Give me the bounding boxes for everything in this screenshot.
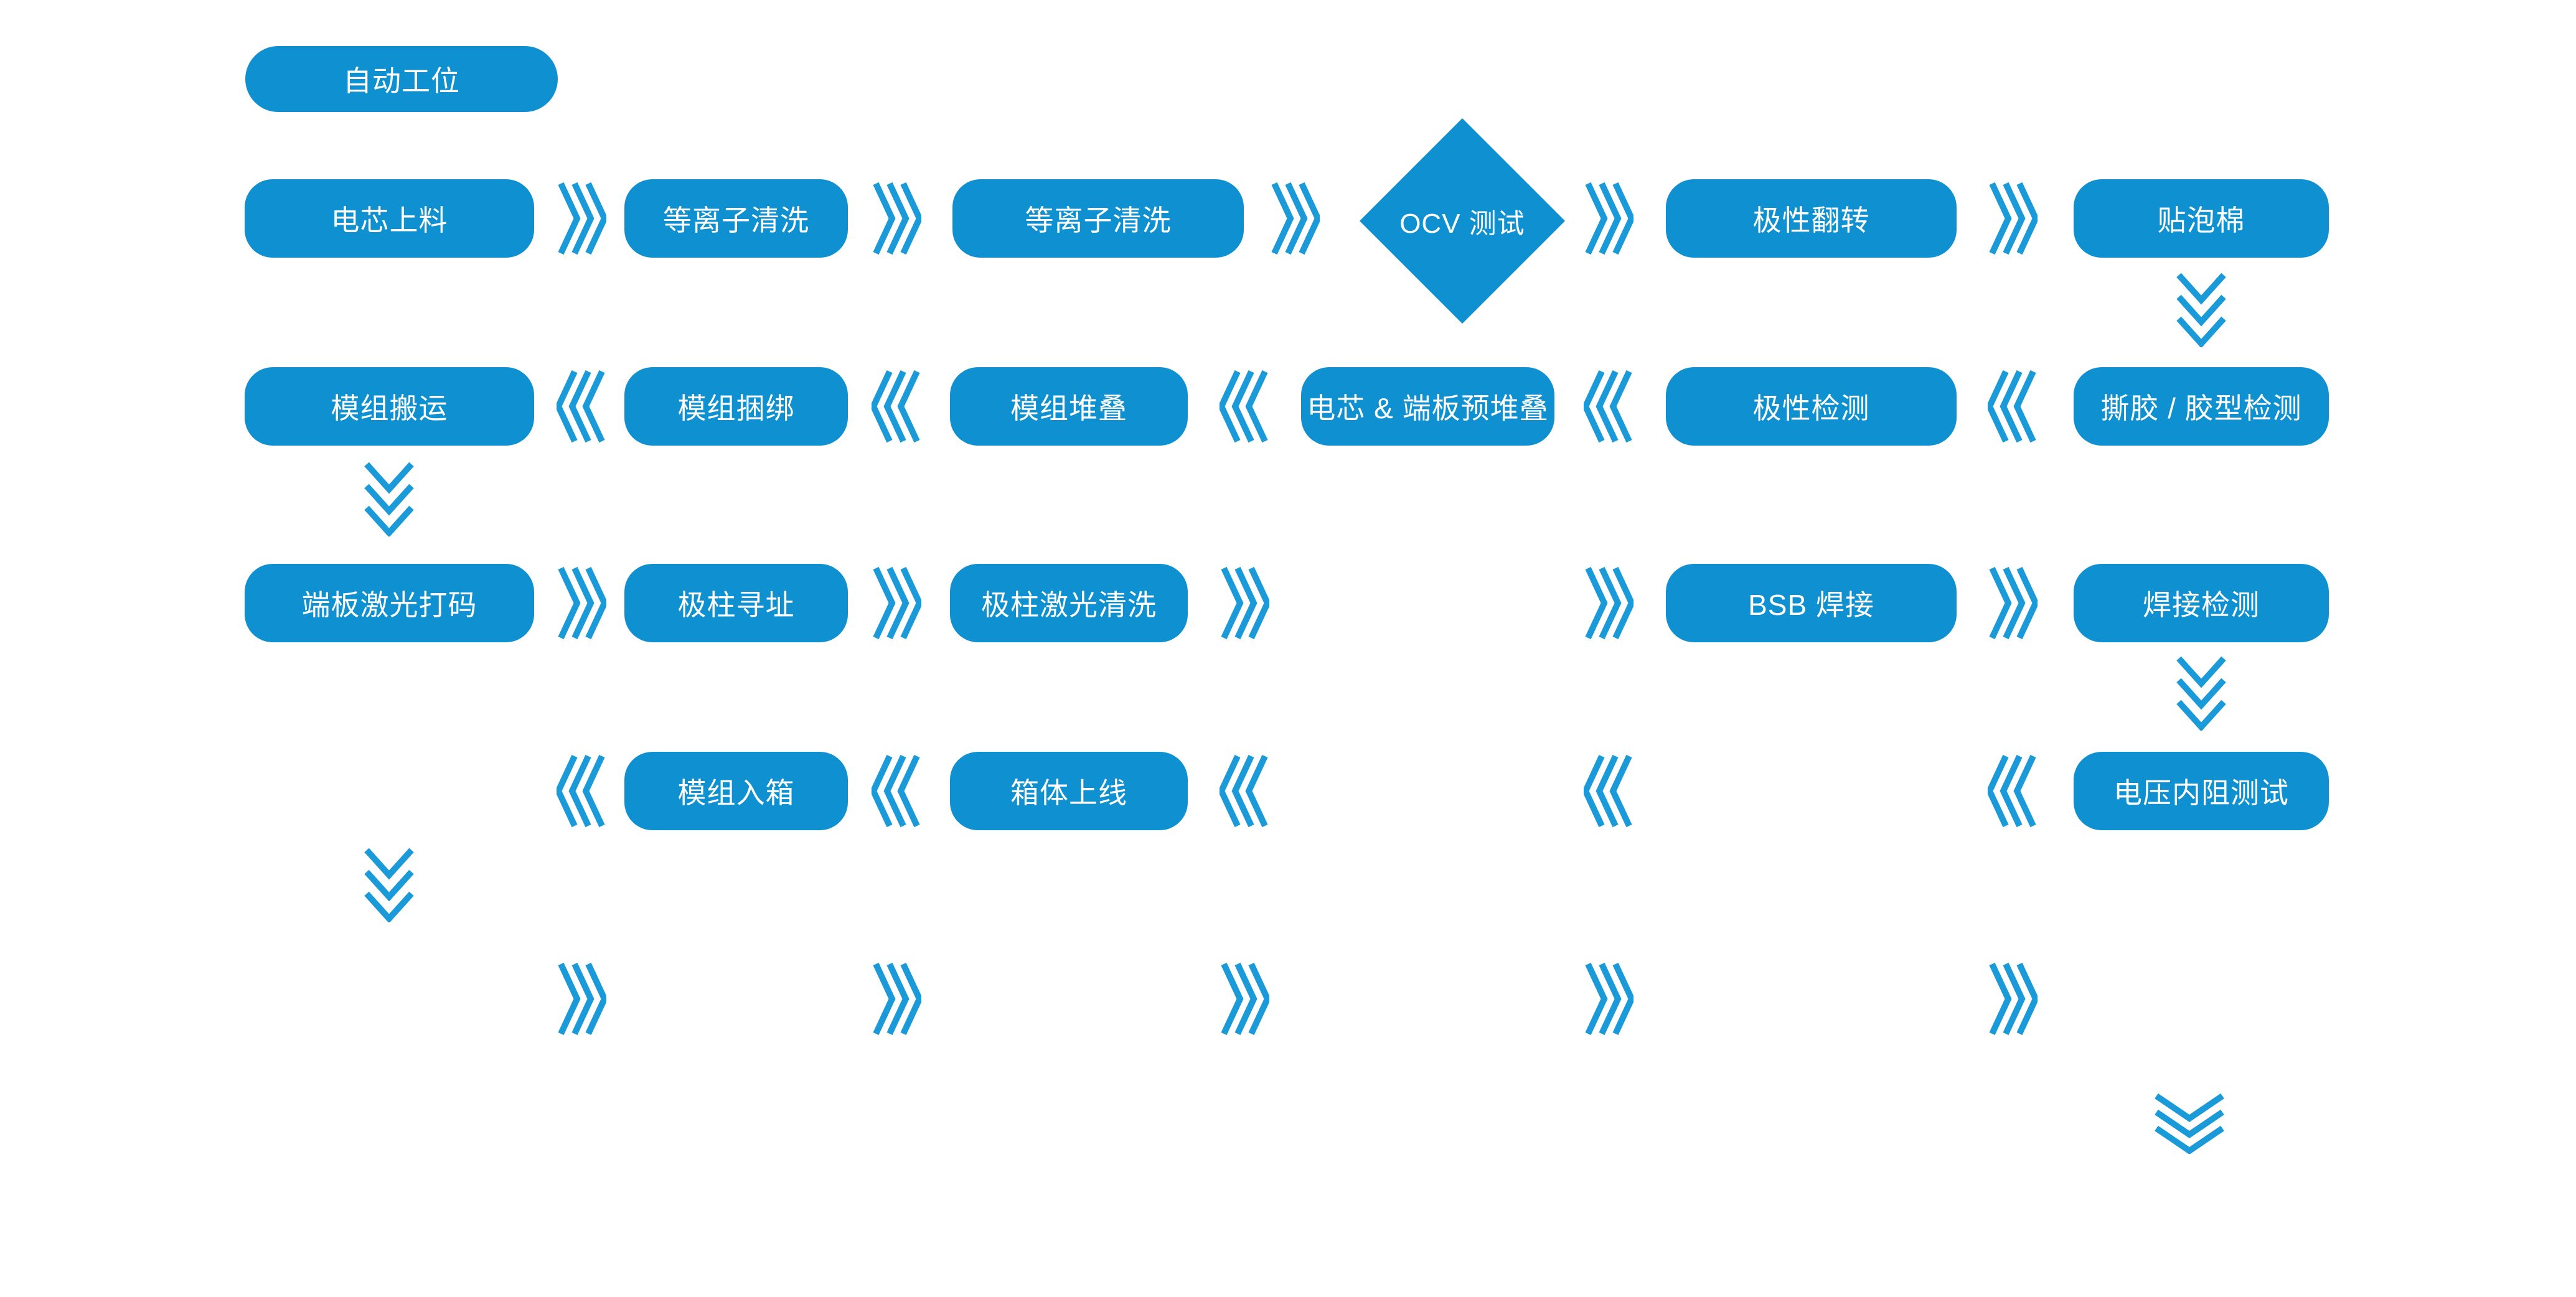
flow-arrow-left-icon (1988, 369, 2038, 444)
flow-arrow-down-wide-icon (2153, 1093, 2226, 1154)
node-voltage-ir-test: 电压内阻测试 (2074, 752, 2329, 830)
flow-arrow-right-icon (557, 962, 606, 1036)
node-cell-loading: 电芯上料 (245, 179, 534, 258)
node-module-stacking: 模组堆叠 (950, 367, 1188, 446)
flow-arrow-right-icon (557, 566, 606, 640)
diamond-shape (1360, 118, 1565, 324)
node-foam-sticking: 贴泡棉 (2074, 179, 2329, 258)
flow-arrow-down-icon (364, 846, 414, 922)
node-ocv-test: OCV 测试 (1360, 118, 1565, 324)
diamond-label: OCV 测试 (1399, 208, 1525, 239)
flow-arrow-right-icon (872, 962, 921, 1036)
node-plasma-cleaning-2: 等离子清洗 (952, 179, 1244, 258)
flow-arrow-right-icon (1584, 181, 1634, 256)
node-cell-endplate-prestack: 电芯 & 端板预堆叠 (1301, 367, 1554, 446)
flow-arrow-left-icon (557, 369, 606, 444)
flow-arrow-right-icon (557, 181, 606, 256)
flow-arrow-right-icon (1220, 566, 1269, 640)
flow-arrow-left-icon (872, 754, 921, 828)
flow-arrow-left-icon (1988, 754, 2038, 828)
node-plasma-cleaning-1: 等离子清洗 (624, 179, 848, 258)
node-endplate-laser-marking: 端板激光打码 (245, 564, 534, 642)
node-bsb-welding: BSB 焊接 (1666, 564, 1957, 642)
flow-arrow-right-icon (1988, 181, 2038, 256)
node-module-handling: 模组搬运 (245, 367, 534, 446)
flow-arrow-left-icon (1584, 754, 1634, 828)
flow-arrow-right-icon (872, 181, 921, 256)
node-polarity-inspection: 极性检测 (1666, 367, 1957, 446)
flow-arrow-down-icon (364, 461, 414, 536)
flow-arrow-left-icon (1220, 754, 1269, 828)
node-polarity-flip: 极性翻转 (1666, 179, 1957, 258)
legend-automatic-station: 自动工位 (245, 46, 558, 112)
flow-arrow-right-icon (1270, 181, 1320, 256)
flow-arrow-left-icon (872, 369, 921, 444)
flow-arrow-right-icon (1220, 962, 1269, 1036)
node-tape-peel-inspection: 撕胶 / 胶型检测 (2074, 367, 2329, 446)
flow-arrow-left-icon (557, 754, 606, 828)
node-module-strapping: 模组捆绑 (624, 367, 848, 446)
node-module-into-case: 模组入箱 (624, 752, 848, 830)
flow-arrow-down-icon (2176, 655, 2226, 731)
flow-arrow-right-icon (872, 566, 921, 640)
flow-arrow-right-icon (1584, 566, 1634, 640)
flow-arrow-left-icon (1584, 369, 1634, 444)
node-case-loading: 箱体上线 (950, 752, 1188, 830)
node-welding-inspection: 焊接检测 (2074, 564, 2329, 642)
node-pole-laser-cleaning: 极柱激光清洗 (950, 564, 1188, 642)
flow-arrow-right-icon (1584, 962, 1634, 1036)
node-pole-addressing: 极柱寻址 (624, 564, 848, 642)
flow-arrow-right-icon (1988, 566, 2038, 640)
flow-arrow-left-icon (1220, 369, 1269, 444)
flow-arrow-right-icon (1988, 962, 2038, 1036)
flow-arrow-down-icon (2176, 271, 2226, 347)
